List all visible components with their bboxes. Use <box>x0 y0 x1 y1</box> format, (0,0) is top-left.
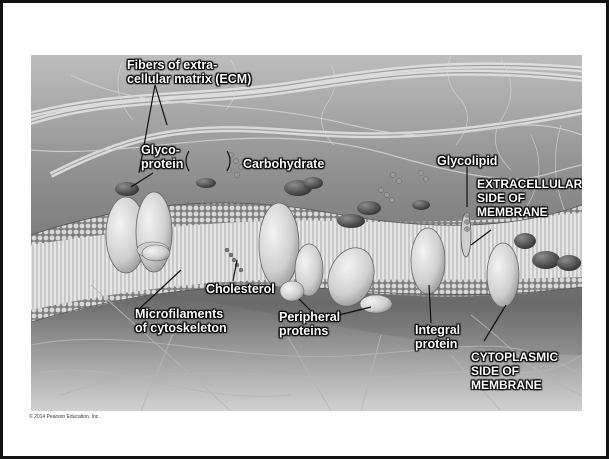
label-extracellular-side: EXTRACELLULAR SIDE OF MEMBRANE <box>477 177 582 219</box>
label-cholesterol: Cholesterol <box>206 282 275 296</box>
membrane-illustration: Fibers of extra- cellular matrix (ECM) G… <box>31 55 582 411</box>
label-glycolipid: Glycolipid <box>437 154 497 168</box>
label-integral-protein: Integral protein <box>415 323 460 351</box>
label-glycoprotein: Glyco- protein <box>141 143 183 171</box>
copyright-notice: © 2014 Pearson Education, Inc. <box>29 414 100 420</box>
label-microfilaments: Microfilaments of cytoskeleton <box>135 307 227 335</box>
label-carbohydrate: Carbohydrate <box>243 157 324 171</box>
label-cytoplasmic-side: CYTOPLASMIC SIDE OF MEMBRANE <box>471 350 558 392</box>
label-peripheral-proteins: Peripheral proteins <box>279 310 340 338</box>
label-ecm-fibers: Fibers of extra- cellular matrix (ECM) <box>127 58 251 86</box>
